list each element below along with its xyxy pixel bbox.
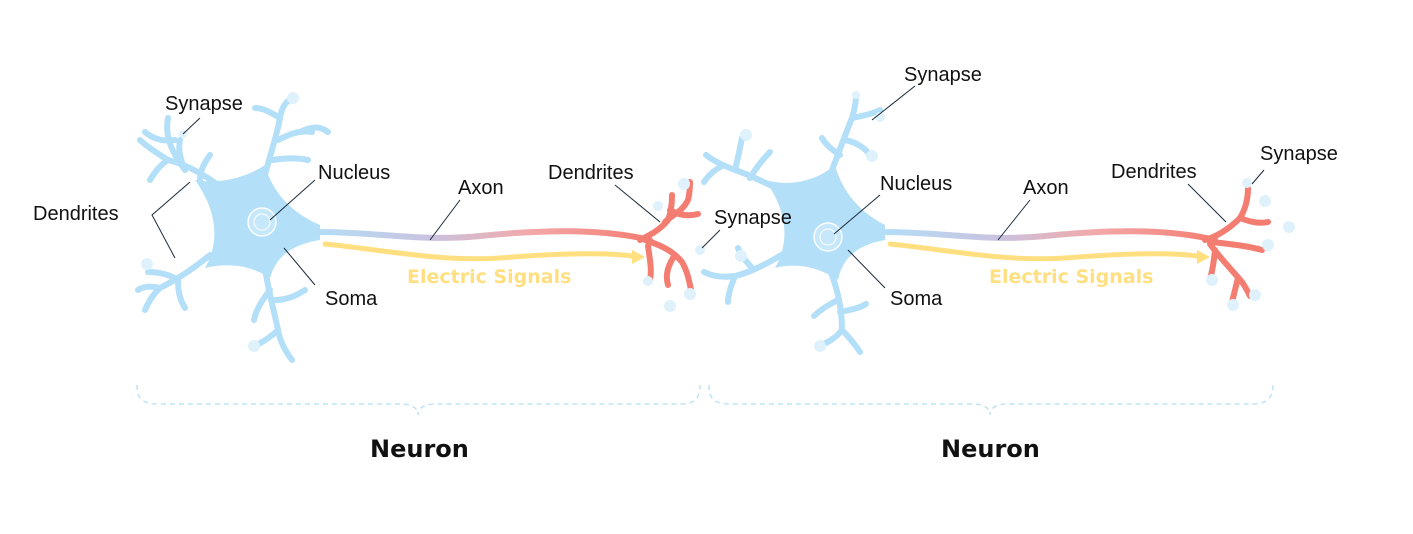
neuron-1-axon-label: Axon — [458, 177, 504, 199]
neuron-2-electric-signals-label: Electric Signals — [989, 266, 1154, 288]
neuron-1-axon — [315, 228, 653, 243]
neuron-2-nucleus — [813, 222, 843, 252]
neuron-2-synapse-label: Synapse — [904, 64, 982, 86]
junction-synapse-label: Synapse — [714, 207, 792, 229]
neuron-2-soma-label: Soma — [890, 288, 943, 310]
neuron-1-nucleus-label: Nucleus — [318, 162, 391, 184]
neuron-2-bracket — [708, 384, 1274, 416]
neuron-2-nucleus-label: Nucleus — [880, 173, 953, 195]
neuron-1-signal-arrow — [322, 241, 645, 264]
neuron-1-electric-signals-label: Electric Signals — [407, 266, 572, 288]
neuron-1-axon-terminal — [637, 179, 701, 298]
neuron-1-title: Neuron — [370, 435, 469, 463]
neuron-2-axon — [879, 228, 1218, 243]
neuron-1-nucleus — [247, 207, 277, 237]
neuron-1-bracket — [136, 384, 701, 416]
neuron-1-synapse-label: Synapse — [165, 93, 243, 115]
neuron-2-terminal-synapse-label: Synapse — [1260, 143, 1338, 165]
neuron-1-soma-label: Soma — [325, 288, 378, 310]
neuron-2 — [701, 85, 1295, 416]
neuron-2-axon-label: Axon — [1023, 177, 1069, 199]
neuron-2-signal-arrow — [887, 241, 1210, 264]
neuron-2-terminal-dendrites-label: Dendrites — [1111, 161, 1197, 183]
neuron-1 — [135, 92, 705, 416]
neuron-1-pointer-lines — [151, 117, 661, 286]
neuron-2-soma — [765, 165, 885, 280]
neuron-2-pointer-lines — [701, 85, 1265, 289]
neuron-1-terminal-dendrites-label: Dendrites — [548, 162, 634, 184]
neuron-1-synapse-dots — [141, 92, 705, 352]
neuron-2-title: Neuron — [941, 435, 1040, 463]
neuron-1-dendrites-label: Dendrites — [33, 203, 119, 225]
neuron-2-synapse-dots — [735, 91, 1295, 352]
